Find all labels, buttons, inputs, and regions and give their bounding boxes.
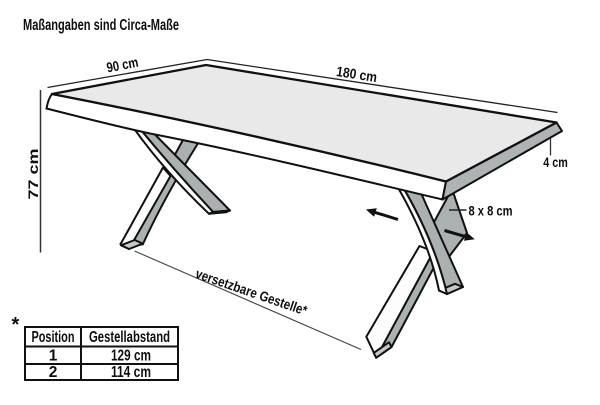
svg-text:2: 2	[49, 364, 58, 381]
svg-text:4 cm: 4 cm	[543, 155, 568, 171]
svg-text:Maßangaben sind Circa-Maße: Maßangaben sind Circa-Maße	[23, 17, 179, 34]
svg-text:Gestellabstand: Gestellabstand	[89, 329, 170, 346]
svg-text:Position: Position	[32, 329, 75, 346]
svg-text:8 x 8 cm: 8 x 8 cm	[469, 204, 513, 220]
svg-text:129 cm: 129 cm	[111, 347, 151, 364]
svg-text:114 cm: 114 cm	[111, 364, 151, 381]
svg-text:1: 1	[49, 347, 58, 364]
svg-text:*: *	[12, 314, 20, 336]
svg-text:90 cm: 90 cm	[105, 54, 139, 76]
svg-text:77 cm: 77 cm	[25, 149, 41, 200]
svg-text:180 cm: 180 cm	[335, 63, 378, 85]
